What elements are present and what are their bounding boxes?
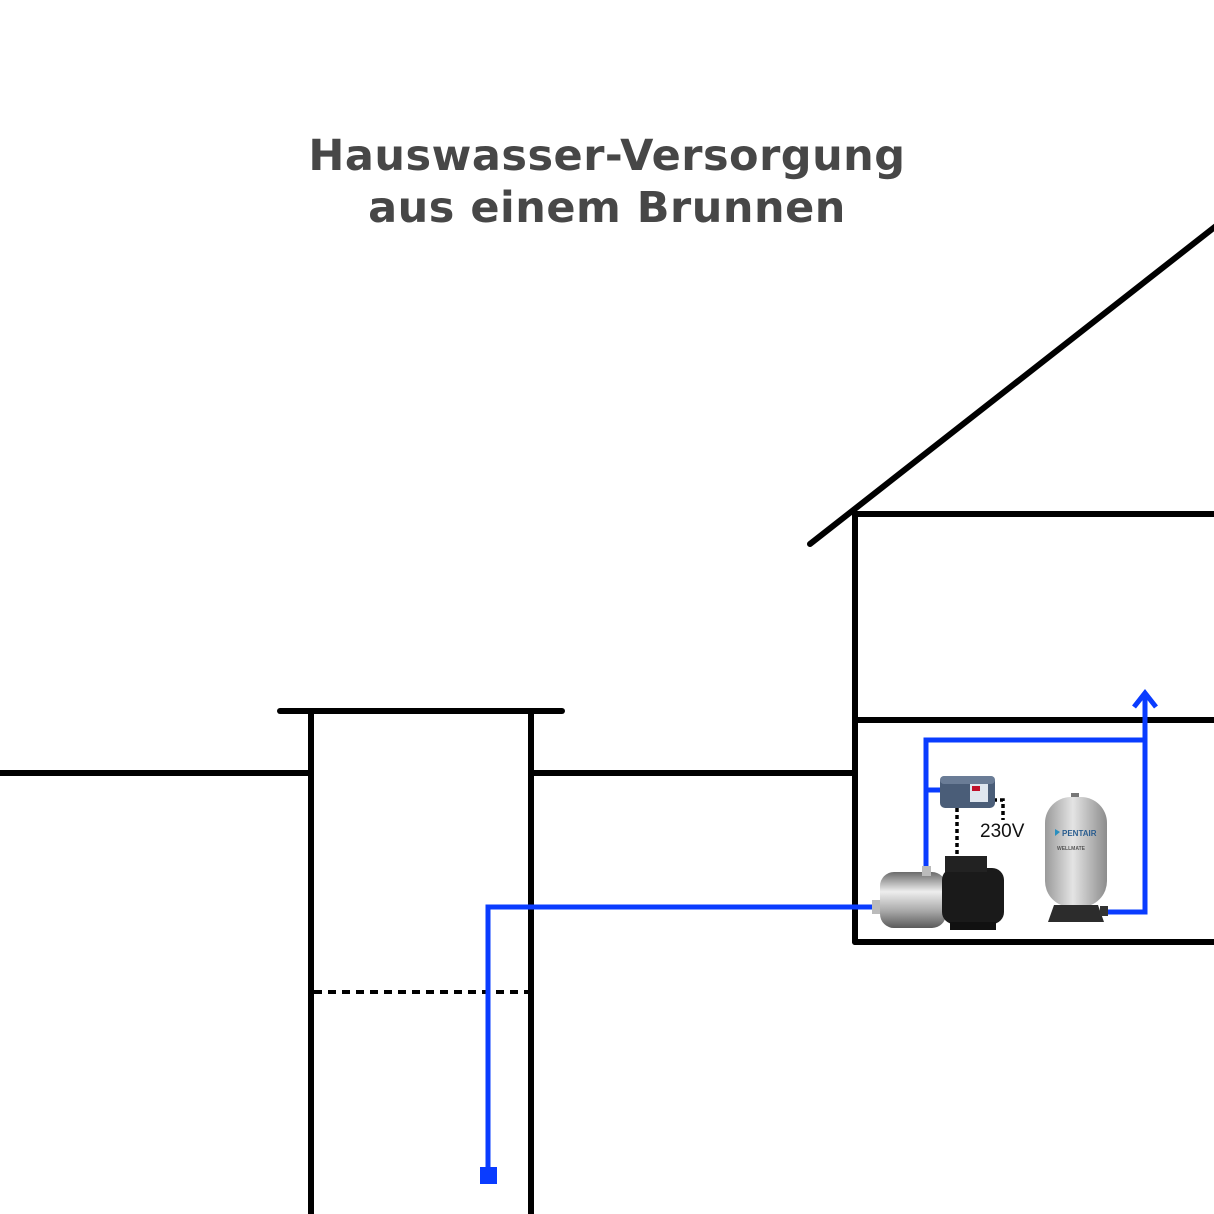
power-cable [993,798,1005,820]
pressure-pipe [923,737,1145,870]
roof-line [807,223,1214,547]
tank-model: WELLMATE [1057,846,1086,852]
pump [872,856,1004,930]
tank-brand: PENTAIR [1062,829,1097,838]
pressure-tank: PENTAIR WELLMATE [1045,793,1108,922]
foot-valve-icon [480,1167,497,1184]
pressure-controller [940,776,995,808]
voltage-label: 230V [980,821,1025,842]
tank-pipe [1105,695,1148,915]
outlet-arrow-icon [1132,688,1158,709]
title-line-2: aus einem Brunnen [368,183,846,233]
suction-pipe [485,904,878,1170]
pentair-logo-icon [1055,829,1060,836]
title-line-1: Hauswasser-Versorgung [308,131,906,181]
diagram-title: Hauswasser-Versorgung aus einem Brunnen [0,130,1214,234]
